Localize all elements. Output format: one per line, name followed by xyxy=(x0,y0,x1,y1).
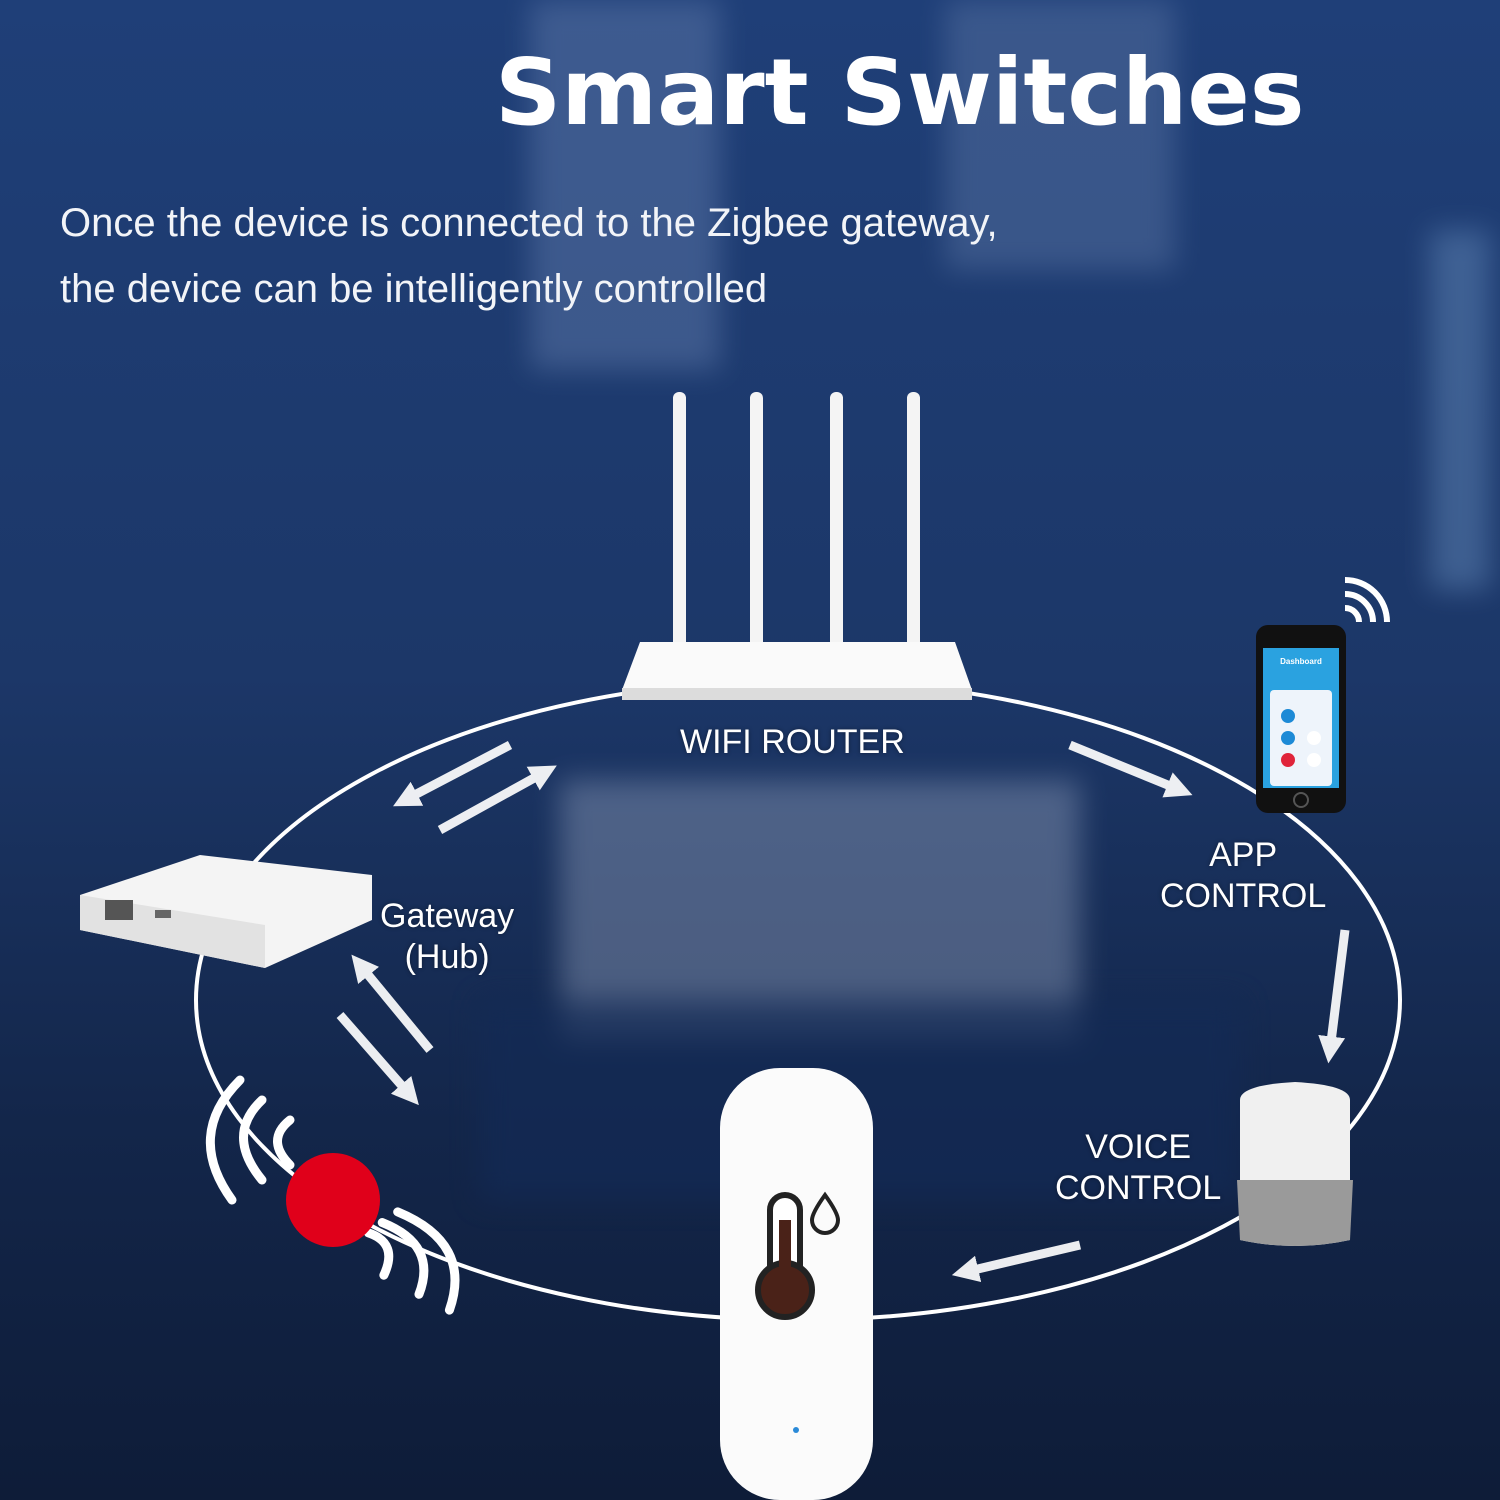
subtitle-line: Once the device is connected to the Zigb… xyxy=(60,201,998,245)
arrow-icon xyxy=(393,741,513,807)
label-line: APP xyxy=(1209,836,1278,874)
arrow-icon xyxy=(951,1240,1082,1283)
zigbee-signal-icon xyxy=(205,1075,460,1315)
smartphone-icon: Dashboard xyxy=(1256,577,1390,813)
thermometer-humidity-icon xyxy=(720,1068,873,1500)
voice-control-label: VOICE CONTROL xyxy=(1055,1127,1221,1209)
gateway-label: Gateway (Hub) xyxy=(380,896,514,978)
label-line: (Hub) xyxy=(404,938,490,976)
arrow-icon xyxy=(351,954,434,1053)
smart-speaker-icon xyxy=(1237,1082,1353,1246)
arrow-icon xyxy=(1068,740,1193,798)
subtitle-line: the device can be intelligently controll… xyxy=(60,267,768,311)
phone-screen-title: Dashboard xyxy=(1280,657,1322,666)
label-line: Gateway xyxy=(380,897,515,935)
arrow-icon xyxy=(336,1012,419,1106)
label-line: VOICE xyxy=(1085,1128,1192,1166)
gateway-hub-icon xyxy=(80,855,372,968)
zigbee-device-dot xyxy=(286,1153,380,1247)
arrow-icon xyxy=(437,765,557,834)
background-picture-frame xyxy=(945,0,1175,270)
background-picture-frame xyxy=(530,0,720,370)
background-sofa xyxy=(560,780,1080,1040)
label-line: CONTROL xyxy=(1160,877,1327,915)
background-window xyxy=(1430,230,1490,590)
label-line: CONTROL xyxy=(1055,1169,1222,1207)
wifi-router-icon xyxy=(622,392,972,700)
app-control-label: APP CONTROL xyxy=(1160,835,1326,917)
arrow-icon xyxy=(1318,929,1350,1064)
router-label: WIFI ROUTER xyxy=(680,723,905,761)
page-title: Smart Switches xyxy=(495,39,1305,146)
subtitle: Once the device is connected to the Zigb… xyxy=(60,190,1240,322)
